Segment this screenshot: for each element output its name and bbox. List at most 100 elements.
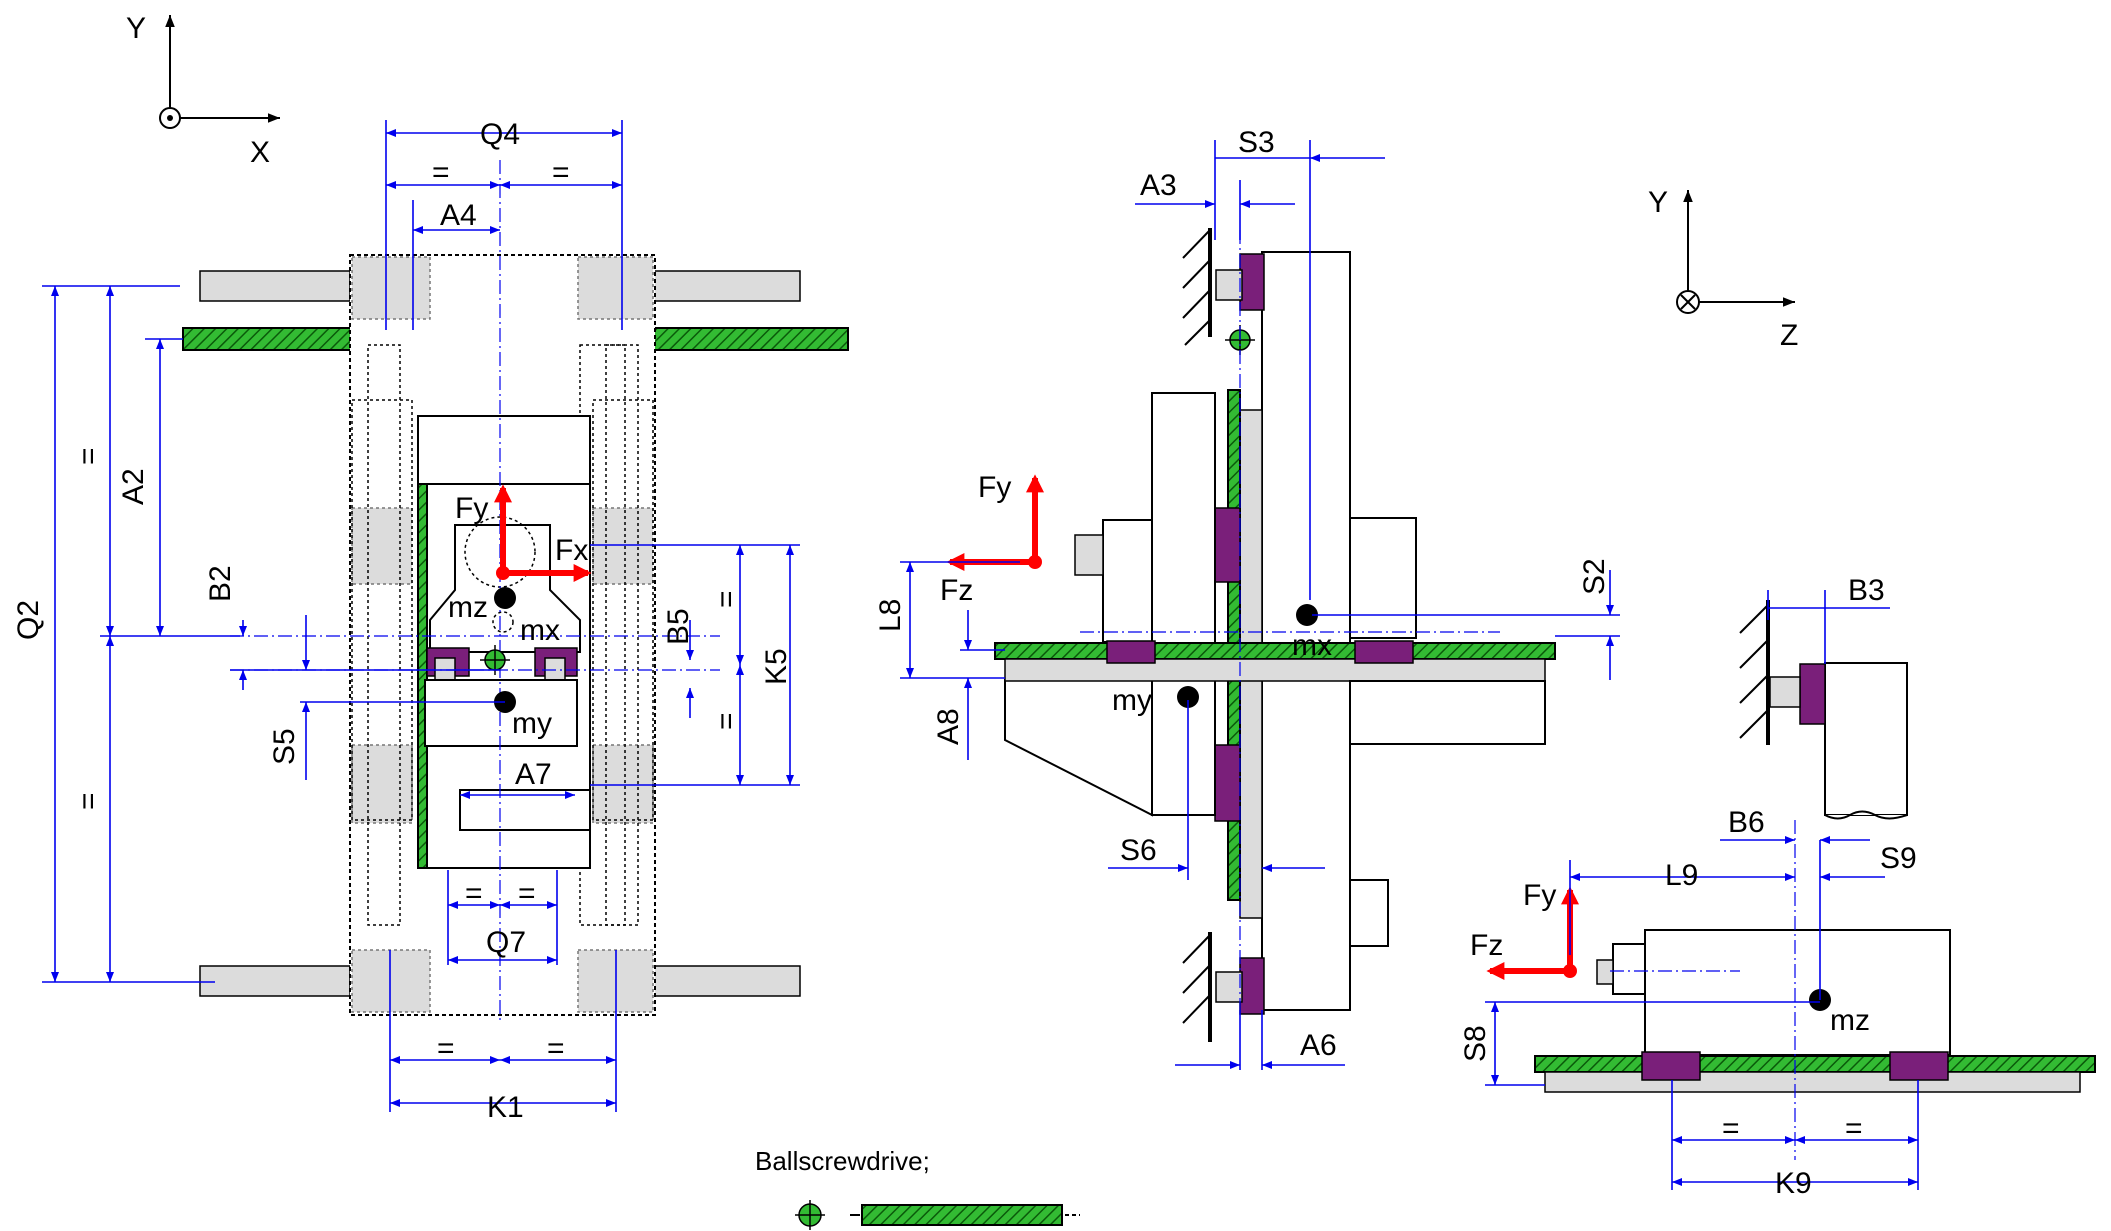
side-view: Fy Fz mx my S3 A3 L8 A8 — [874, 126, 1620, 1070]
y-axis-label-side: Y — [1648, 186, 1668, 219]
force-fx-label: Fx — [555, 534, 588, 567]
inner-rail-right — [592, 399, 654, 821]
table-bearing-front — [1106, 640, 1156, 664]
bearing-block-ml — [351, 507, 413, 585]
svg-text:=: = — [465, 877, 483, 910]
column-foot — [1349, 879, 1389, 947]
dim-s2: S2 — [1578, 558, 1611, 595]
dim-a8: A8 — [932, 708, 965, 745]
side-force-fy-label: Fy — [978, 471, 1011, 504]
rail-bearing-upper — [1214, 507, 1241, 583]
upper-guide-rail-right — [649, 270, 801, 302]
front-view: Fy Fx mz mx my Q4 = = A4 Q2 = — [12, 118, 849, 1124]
table-bearing-rear — [1354, 640, 1414, 664]
head-slide — [1151, 392, 1216, 816]
svg-text:=: = — [1845, 1112, 1863, 1145]
detail-table — [1644, 929, 1951, 1056]
horizontal-ballscrew — [994, 642, 1556, 660]
side-bearing-bottom — [1239, 957, 1265, 1015]
mass-mz-dot — [494, 587, 516, 609]
lower-guide-rail-right — [649, 965, 801, 997]
ballscrew-left — [182, 327, 352, 351]
dim-s9: S9 — [1880, 842, 1917, 875]
side-bearing-top — [1239, 253, 1265, 311]
dim-k1: K1 — [487, 1091, 524, 1124]
side-axis-triad: Y Z — [1648, 186, 1798, 352]
dim-b5: B5 — [662, 608, 695, 645]
svg-text:=: = — [552, 156, 570, 189]
detail-force-fy-label: Fy — [1523, 879, 1556, 912]
y-axis-label: Y — [126, 12, 146, 45]
rear-table — [1349, 680, 1546, 745]
dim-l9: L9 — [1665, 859, 1698, 892]
force-fy-label: Fy — [455, 492, 488, 525]
legend: Ballscrewdrive; — [755, 1146, 1080, 1230]
side-force-fz-label: Fz — [940, 574, 973, 607]
dim-k5: K5 — [760, 648, 793, 685]
dim-a7: A7 — [515, 758, 552, 791]
x-axis-label: X — [250, 136, 270, 169]
detail-ballscrew — [1534, 1055, 2096, 1073]
detail-bearing — [1799, 663, 1826, 725]
mass-my-label: my — [512, 707, 552, 740]
mass-mx-label: mx — [520, 614, 560, 647]
pad-insert-right — [544, 657, 566, 681]
upper-guide-rail-left — [199, 270, 351, 302]
svg-text:=: = — [437, 1032, 455, 1065]
ballscrew-shaft-icon — [861, 1204, 1063, 1226]
detail-force-fz-label: Fz — [1470, 929, 1503, 962]
svg-text:=: = — [710, 590, 743, 608]
detail-rail — [1544, 1071, 2081, 1093]
detail-bearing-left — [1641, 1051, 1701, 1081]
front-axis-triad: Y X — [126, 12, 280, 169]
detail-mass-mz-label: mz — [1830, 1004, 1870, 1037]
lower-block — [424, 679, 578, 747]
dim-s3: S3 — [1238, 126, 1275, 159]
dim-a3: A3 — [1140, 169, 1177, 202]
head-spindle-housing — [1102, 519, 1153, 643]
dim-q4: Q4 — [480, 118, 520, 151]
bearing-block-tr — [577, 256, 654, 320]
svg-text:=: = — [710, 712, 743, 730]
front-dimensions: Q4 = = A4 Q2 = = A2 B2 — [12, 118, 800, 1124]
pad-insert-left — [434, 657, 456, 681]
bearing-block-bl — [351, 949, 431, 1013]
dim-a4: A4 — [440, 199, 477, 232]
dim-q7: Q7 — [486, 926, 526, 959]
svg-text:=: = — [432, 156, 450, 189]
side-mass-mx-label: mx — [1292, 629, 1332, 662]
horizontal-rail — [1004, 658, 1546, 682]
detail-block — [1824, 662, 1908, 816]
dim-b3: B3 — [1848, 574, 1885, 607]
dim-l8: L8 — [874, 599, 907, 632]
mass-mz-label: mz — [448, 591, 488, 624]
svg-text:=: = — [1722, 1112, 1740, 1145]
side-mass-my-label: my — [1112, 684, 1152, 717]
rail-bearing-lower — [1214, 744, 1241, 822]
dim-s8: S8 — [1459, 1025, 1492, 1062]
z-axis-label: Z — [1780, 319, 1798, 352]
dim-b6: B6 — [1728, 806, 1765, 839]
ballscrew-right — [649, 327, 849, 351]
bearing-block-mr — [592, 507, 654, 585]
side-dimensions: S3 A3 L8 A8 S2 S6 A6 — [874, 126, 1620, 1070]
dim-b2: B2 — [204, 565, 237, 602]
svg-text:=: = — [72, 792, 105, 810]
legend-title: Ballscrewdrive; — [755, 1146, 930, 1176]
svg-text:=: = — [72, 447, 105, 465]
head-spindle — [1074, 534, 1104, 576]
svg-text:=: = — [547, 1032, 565, 1065]
inner-rail-left — [351, 399, 413, 821]
detail-dimensions: B6 S9 L9 S8 = = K9 — [1459, 806, 1919, 1200]
dim-q2: Q2 — [12, 600, 45, 640]
dim-a2: A2 — [117, 468, 150, 505]
detail-bearing-right — [1889, 1051, 1949, 1081]
dim-k9: K9 — [1775, 1167, 1812, 1200]
svg-text:=: = — [518, 877, 536, 910]
lower-guide-rail-left — [199, 965, 351, 997]
dim-s5: S5 — [268, 728, 301, 765]
dim-s6: S6 — [1120, 834, 1157, 867]
bearing-block-tl — [351, 256, 431, 320]
base-block — [459, 789, 591, 831]
